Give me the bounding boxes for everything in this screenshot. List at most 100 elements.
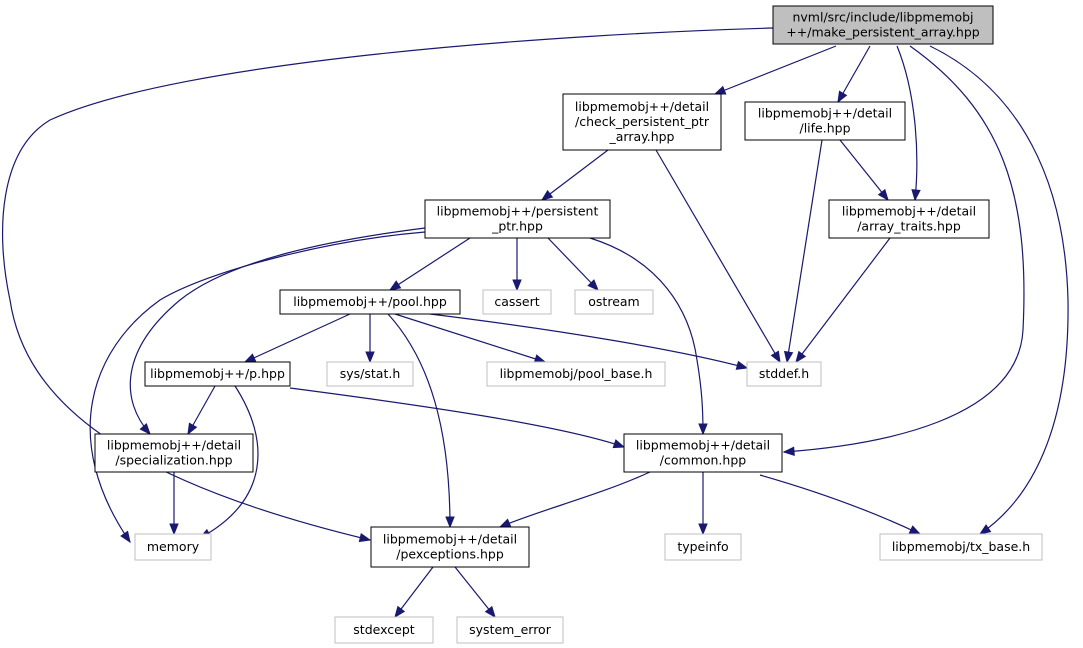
edge-line: [714, 45, 837, 95]
node-ostream[interactable]: ostream: [574, 289, 654, 315]
node-box[interactable]: [482, 289, 552, 315]
arrowhead: [908, 525, 922, 535]
node-box[interactable]: [134, 533, 212, 561]
node-label: /check_persistent_ptr: [575, 114, 710, 129]
node-box[interactable]: [744, 101, 906, 141]
edge-root-to-array_traits: [896, 45, 921, 202]
arrowhead: [795, 350, 807, 364]
node-memory[interactable]: memory: [134, 533, 212, 561]
node-box[interactable]: [144, 361, 291, 387]
node-label: libpmemobj/tx_base.h: [892, 539, 1030, 554]
node-persistent_ptr[interactable]: libpmemobj++/persistent_ptr.hpp: [424, 199, 611, 239]
arrowhead: [698, 523, 708, 536]
node-box[interactable]: [334, 616, 434, 644]
node-label: system_error: [469, 622, 552, 637]
node-cassert[interactable]: cassert: [482, 289, 552, 315]
edge-root-to-check_ptr_array: [713, 45, 837, 95]
edge-array_traits-to-stddef: [795, 237, 891, 364]
arrowhead: [713, 85, 727, 95]
node-label: _ptr.hpp: [491, 219, 543, 234]
edge-p-to-specialization: [187, 385, 216, 436]
node-box[interactable]: [879, 533, 1043, 561]
node-label: typeinfo: [677, 539, 728, 554]
edge-common-to-pexceptions: [498, 471, 651, 528]
edge-root-to-life: [837, 45, 871, 104]
edges-layer: [1, 27, 1069, 619]
node-box[interactable]: [486, 361, 666, 387]
edge-line: [655, 149, 781, 363]
node-box[interactable]: [456, 616, 564, 644]
node-label: /specialization.hpp: [115, 453, 232, 468]
edge-pexceptions-to-system_error: [454, 566, 496, 619]
edge-line: [541, 149, 609, 201]
edge-root-to-tx_base: [929, 45, 1069, 535]
node-pool[interactable]: libpmemobj++/pool.hpp: [279, 289, 461, 315]
node-box[interactable]: [574, 289, 654, 315]
node-pool_base[interactable]: libpmemobj/pool_base.h: [486, 361, 666, 387]
node-life[interactable]: libpmemobj++/detail/life.hpp: [744, 101, 906, 141]
edge-root-to-common: [782, 45, 1025, 456]
arrowhead: [911, 189, 921, 202]
node-box[interactable]: [772, 5, 994, 45]
node-box[interactable]: [664, 533, 742, 561]
node-label: libpmemobj++/detail: [575, 99, 709, 114]
edge-life-to-stddef: [783, 139, 823, 364]
edge-line: [839, 139, 889, 201]
node-box[interactable]: [562, 93, 722, 151]
node-stdexcept[interactable]: stdexcept: [334, 616, 434, 644]
node-system_error[interactable]: system_error: [456, 616, 564, 644]
node-box[interactable]: [370, 526, 530, 568]
node-box[interactable]: [424, 199, 611, 239]
node-pexceptions[interactable]: libpmemobj++/detail/pexceptions.hpp: [370, 526, 530, 568]
node-typeinfo[interactable]: typeinfo: [664, 533, 742, 561]
node-specialization[interactable]: libpmemobj++/detail/specialization.hpp: [94, 433, 254, 473]
node-label: libpmemobj++/detail: [842, 204, 976, 219]
node-label: libpmemobj++/persistent: [437, 204, 599, 219]
node-label: _array.hpp: [608, 129, 674, 144]
node-tx_base[interactable]: libpmemobj/tx_base.h: [879, 533, 1043, 561]
edge-line: [389, 237, 471, 291]
edge-line: [795, 237, 891, 363]
edge-persistent_ptr-to-pool: [388, 237, 471, 291]
arrowhead: [735, 360, 749, 370]
arrowhead: [698, 423, 708, 436]
edge-check_ptr_array-to-stddef: [655, 149, 781, 364]
node-box[interactable]: [94, 433, 254, 473]
node-label: libpmemobj++/pool.hpp: [293, 294, 447, 309]
edge-line: [783, 45, 1025, 453]
node-label: libpmemobj++/detail: [107, 438, 241, 453]
arrowhead: [187, 422, 198, 436]
arrowhead: [445, 516, 455, 529]
edge-pool-to-sysstat: [365, 314, 375, 364]
arrowhead: [365, 351, 375, 364]
node-stddef[interactable]: stddef.h: [746, 361, 822, 387]
edge-pexceptions-to-stdexcept: [394, 566, 434, 619]
node-box[interactable]: [326, 361, 414, 387]
node-root[interactable]: nvml/src/include/libpmemobj++/make_persi…: [772, 5, 994, 45]
edge-p-to-common: [289, 387, 626, 449]
node-box[interactable]: [623, 433, 783, 473]
node-common[interactable]: libpmemobj++/detail/common.hpp: [623, 433, 783, 473]
node-sysstat[interactable]: sys/stat.h: [326, 361, 414, 387]
arrowhead: [169, 523, 179, 536]
arrowhead: [120, 530, 131, 544]
node-array_traits[interactable]: libpmemobj++/detail/array_traits.hpp: [828, 199, 990, 239]
edge-line: [454, 566, 496, 618]
node-label: stddef.h: [759, 366, 809, 381]
node-box[interactable]: [746, 361, 822, 387]
node-label: memory: [147, 539, 200, 554]
arrowhead: [612, 439, 626, 449]
edge-persistent_ptr-to-common: [589, 237, 708, 436]
edge-pool-to-pool_base: [394, 313, 547, 364]
arrowhead: [243, 353, 257, 363]
edge-persistent_ptr-to-memory: [89, 231, 426, 544]
node-box[interactable]: [279, 289, 461, 315]
node-check_ptr_array[interactable]: libpmemobj++/detail/check_persistent_ptr…: [562, 93, 722, 151]
node-box[interactable]: [828, 199, 990, 239]
edge-line: [387, 313, 451, 528]
node-p[interactable]: libpmemobj++/p.hpp: [144, 361, 291, 387]
node-label: ++/make_persistent_array.hpp: [786, 25, 979, 40]
arrowhead: [358, 532, 372, 543]
node-label: nvml/src/include/libpmemobj: [792, 10, 973, 25]
